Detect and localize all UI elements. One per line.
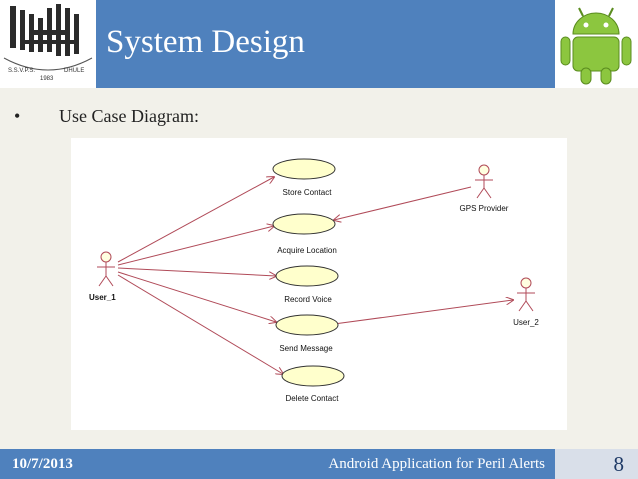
college-logo: S.S.V.P.S. 1983 DHULE [0,0,96,88]
logo-text-3: DHULE [64,68,84,74]
footer-title-box: Android Application for Peril Alerts [103,449,555,479]
android-robot-icon [560,7,632,85]
assoc-user1-record [117,267,276,276]
assoc-user1-send [117,271,276,322]
actor-user-2-icon [517,277,535,312]
actor-label-gps-provider: GPS Provider [460,204,509,213]
page-number: 8 [613,452,625,476]
actor-user-1-icon [97,251,115,287]
assoc-gps-acquire [334,186,472,220]
bullet-symbol: • [14,106,21,126]
usecase-store-contact [272,158,336,180]
usecase-label-store: Store Contact [283,188,333,197]
assoc-user1-delete [117,274,283,374]
footer-date-box: 10/7/2013 [0,449,103,479]
footer-date: 10/7/2013 [12,456,73,472]
usecase-delete-contact [281,365,345,387]
emblem-icon: S.S.V.P.S. 1983 DHULE [3,4,93,82]
logo-text-1: S.S.V.P.S. [8,68,35,74]
actor-label-user-2: User_2 [513,318,539,327]
assoc-user1-store [117,177,274,263]
usecase-send-message [275,314,339,336]
actor-gps-provider-icon [475,164,493,199]
android-logo [555,0,638,88]
footer-title: Android Application for Peril Alerts [328,456,545,472]
assoc-user1-acquire [117,226,274,266]
assoc-send-user2 [333,300,513,325]
slide-title: System Design [106,24,305,60]
usecase-record-voice [275,265,339,287]
bullet-text: Use Case Diagram: [59,106,199,126]
usecase-label-record: Record Voice [284,295,332,304]
usecase-acquire-location [272,213,336,235]
usecase-label-send: Send Message [279,344,333,353]
usecase-label-delete: Delete Contact [286,394,340,403]
logo-text-2: 1983 [40,76,54,82]
footer-page-box: 8 [555,449,638,479]
actor-label-user-1: User_1 [89,293,116,302]
bullet-item: • Use Case Diagram: [14,106,199,127]
use-case-diagram: Store Contact Acquire Location Record Vo… [71,138,567,430]
usecase-label-acquire: Acquire Location [277,246,337,255]
title-bar: System Design [96,0,555,88]
